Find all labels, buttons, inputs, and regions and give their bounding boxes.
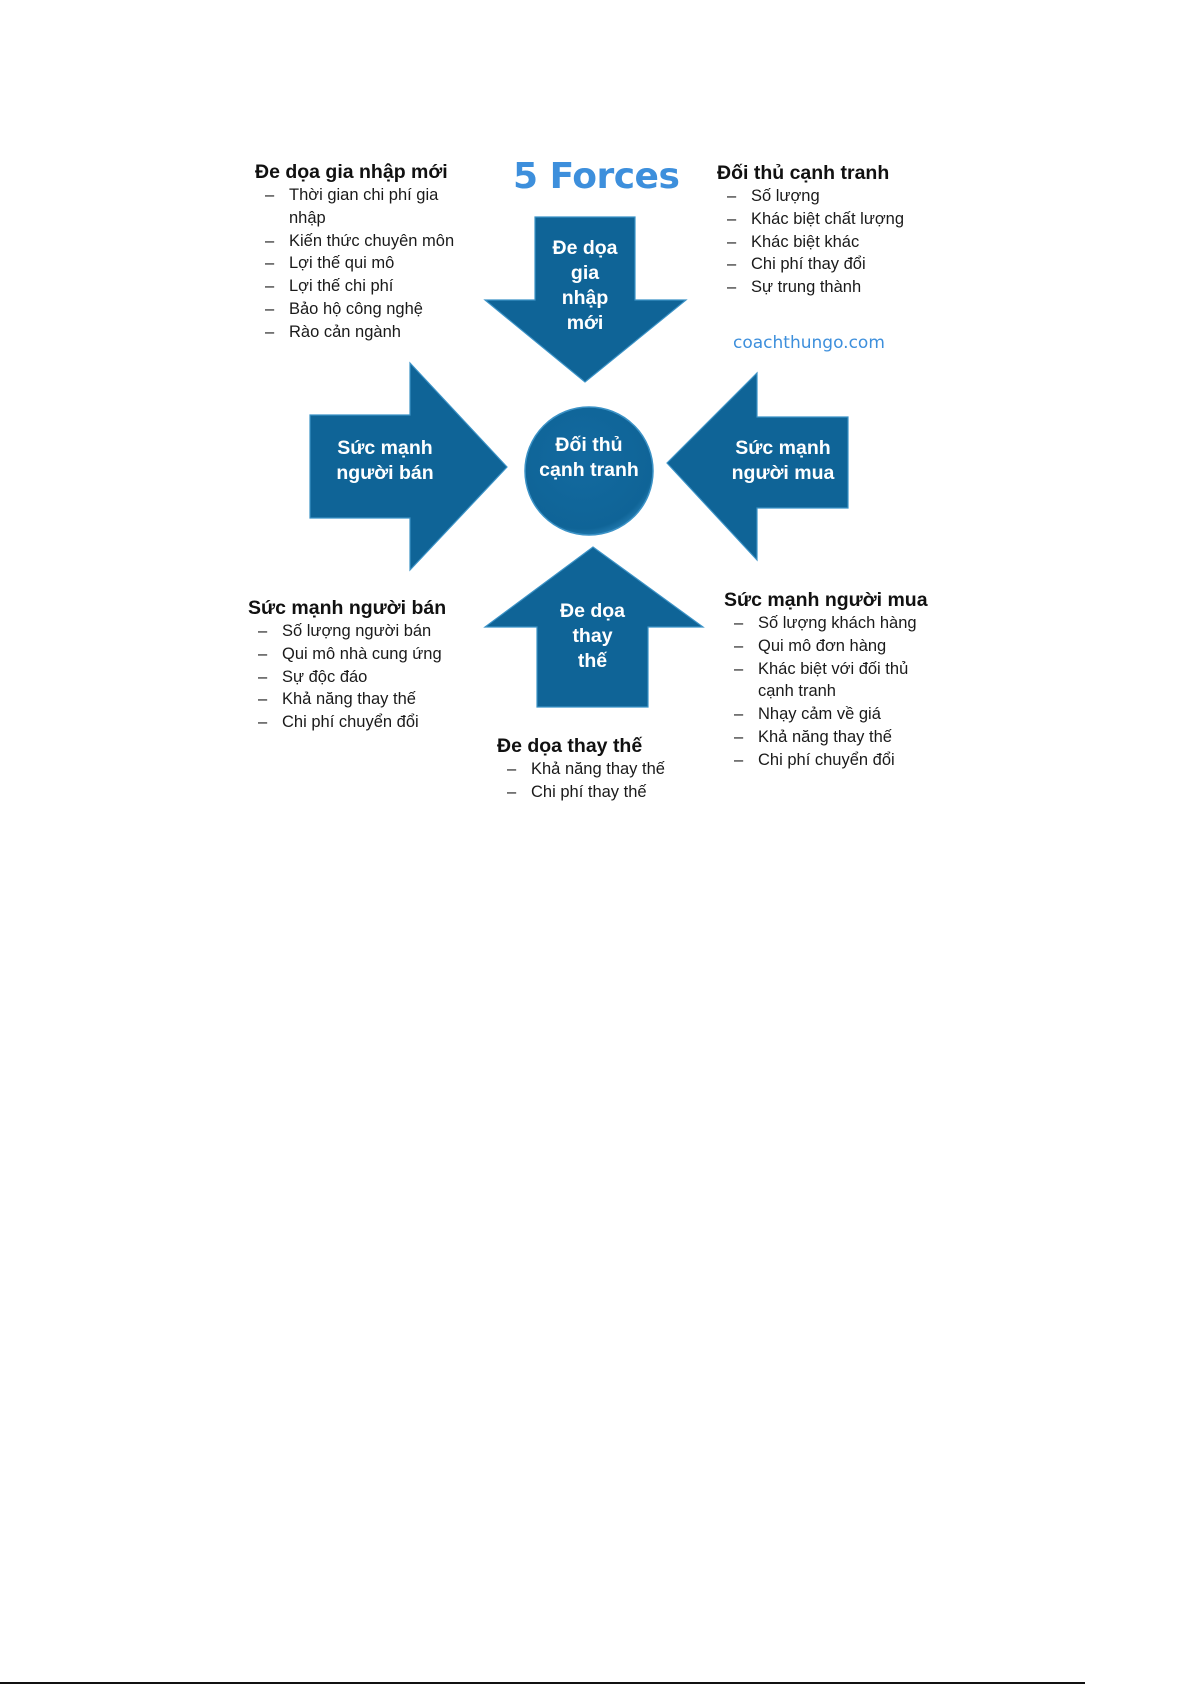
list-item: Qui mô nhà cung ứng	[258, 643, 488, 666]
list-item: Rào cản ngành	[265, 321, 465, 344]
block-supplier-power: Sức mạnh người bán Số lượng người bán Qu…	[248, 597, 488, 734]
list-item: Khác biệt chất lượng	[727, 208, 957, 231]
label-line: Sức mạnh	[735, 437, 831, 459]
list-item: Số lượng người bán	[258, 620, 488, 643]
list-item: Chi phí thay đổi	[727, 253, 957, 276]
block-heading: Sức mạnh người bán	[248, 597, 447, 619]
list-item: Nhạy cảm về giá	[734, 703, 924, 726]
list-item: Qui mô đơn hàng	[734, 635, 924, 658]
arrow-label-substitutes: Đe dọa thay thế	[537, 599, 648, 674]
list-item: Số lượng	[727, 185, 957, 208]
arrow-substitutes	[483, 546, 705, 708]
block-list: Số lượng Khác biệt chất lượng Khác biệt …	[717, 185, 957, 299]
list-item: Chi phí thay thế	[507, 781, 737, 804]
block-list: Thời gian chi phí gia nhập Kiến thức chu…	[255, 184, 465, 344]
label-line: cạnh tranh	[539, 459, 639, 481]
list-item: Bảo hộ công nghệ	[265, 298, 465, 321]
arrow-label-new-entrants: Đe dọa gia nhập mới	[535, 236, 635, 336]
list-item: Khác biệt với đối thủ cạnh tranh	[734, 658, 924, 704]
label-line: gia	[570, 262, 600, 284]
arrow-new-entrants	[483, 216, 688, 383]
block-substitutes: Đe dọa thay thế Khả năng thay thế Chi ph…	[497, 735, 737, 804]
list-item: Chi phí chuyển đổi	[734, 749, 924, 772]
label-line: Đe dọa	[559, 600, 625, 622]
block-heading: Đối thủ cạnh tranh	[717, 162, 890, 184]
label-line: người bán	[336, 462, 434, 484]
diagram-title: 5 Forces	[513, 156, 680, 197]
center-label-rivalry: Đối thủ cạnh tranh	[525, 433, 653, 483]
list-item: Chi phí chuyển đổi	[258, 711, 488, 734]
list-item: Khác biệt khác	[727, 231, 957, 254]
list-item: Sự trung thành	[727, 276, 957, 299]
list-item: Thời gian chi phí gia nhập	[265, 184, 465, 230]
list-item: Lợi thế qui mô	[265, 252, 465, 275]
arrow-label-buyer-power: Sức mạnh người mua	[718, 436, 848, 486]
center-circle-rivalry	[524, 406, 654, 536]
label-line: người mua	[731, 462, 835, 484]
label-line: mới	[566, 312, 604, 334]
list-item: Lợi thế chi phí	[265, 275, 465, 298]
list-item: Khả năng thay thế	[734, 726, 924, 749]
list-item: Sự độc đáo	[258, 666, 488, 689]
label-line: nhập	[561, 287, 609, 309]
block-list: Số lượng khách hàng Qui mô đơn hàng Khác…	[724, 612, 924, 772]
page-bottom-rule	[0, 1682, 1085, 1684]
block-rivals: Đối thủ cạnh tranh Số lượng Khác biệt ch…	[717, 162, 957, 299]
label-line: thế	[577, 650, 608, 672]
arrow-supplier-power	[309, 361, 508, 572]
label-line: Đối thủ	[555, 434, 623, 456]
block-buyer-power: Sức mạnh người mua Số lượng khách hàng Q…	[724, 589, 928, 772]
arrow-label-supplier-power: Sức mạnh người bán	[320, 436, 450, 486]
block-list: Khả năng thay thế Chi phí thay thế	[497, 758, 737, 804]
list-item: Khả năng thay thế	[507, 758, 737, 781]
block-heading: Sức mạnh người mua	[724, 589, 928, 611]
list-item: Khả năng thay thế	[258, 688, 488, 711]
label-line: Sức mạnh	[337, 437, 433, 459]
block-list: Số lượng người bán Qui mô nhà cung ứng S…	[248, 620, 488, 734]
arrow-buyer-power	[666, 371, 849, 562]
list-item: Số lượng khách hàng	[734, 612, 924, 635]
block-heading: Đe dọa gia nhập mới	[255, 161, 448, 183]
list-item: Kiến thức chuyên môn	[265, 230, 465, 253]
label-line: thay	[572, 625, 613, 647]
block-new-entrants: Đe dọa gia nhập mới Thời gian chi phí gi…	[255, 161, 465, 344]
website-link[interactable]: coachthungo.com	[733, 333, 885, 353]
block-heading: Đe dọa thay thế	[497, 735, 643, 757]
label-line: Đe dọa	[552, 237, 618, 259]
